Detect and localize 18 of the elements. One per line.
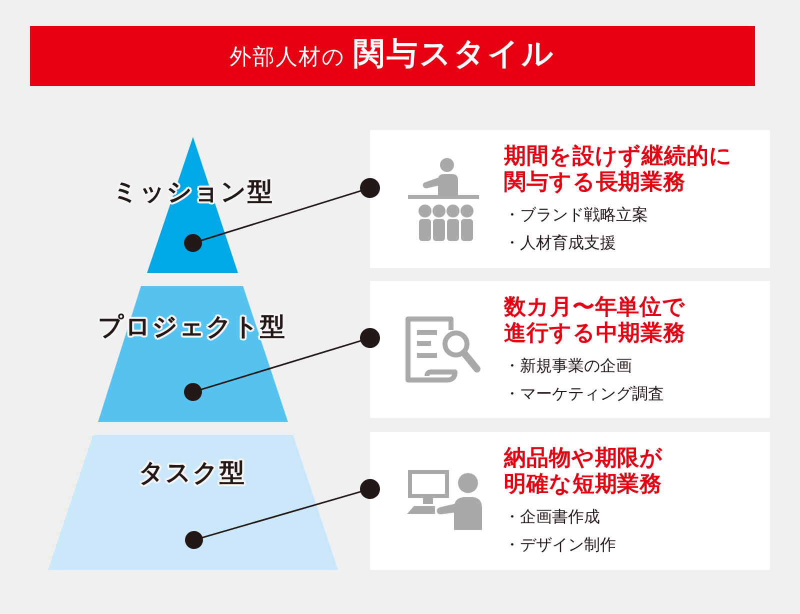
leader-line — [185, 479, 380, 549]
list-item: ・企画書作成 — [504, 506, 601, 528]
tier-label: プロジェクト型 — [98, 312, 286, 342]
leader-line — [184, 178, 380, 252]
list-item: ・デザイン制作 — [504, 534, 617, 556]
info-card — [370, 432, 770, 570]
list-item: ・マーケティング調査 — [504, 383, 665, 405]
title-text: 外部人材の 関与スタイル — [230, 37, 556, 74]
tier-label: タスク型 — [138, 458, 246, 488]
card-heading: 期間を設けず継続的に関与する長期業務 — [504, 144, 734, 196]
info-card — [370, 281, 770, 418]
card-heading: 納品物や期限が明確な短期業務 — [504, 446, 664, 498]
list-item: ・人材育成支援 — [504, 232, 617, 254]
card-heading: 数カ月〜年単位で進行する中期業務 — [504, 295, 687, 347]
list-item: ・新規事業の企画 — [504, 355, 633, 377]
list-item: ・ブランド戦略立案 — [504, 204, 649, 226]
leader-line — [184, 328, 380, 401]
info-card — [370, 130, 770, 268]
